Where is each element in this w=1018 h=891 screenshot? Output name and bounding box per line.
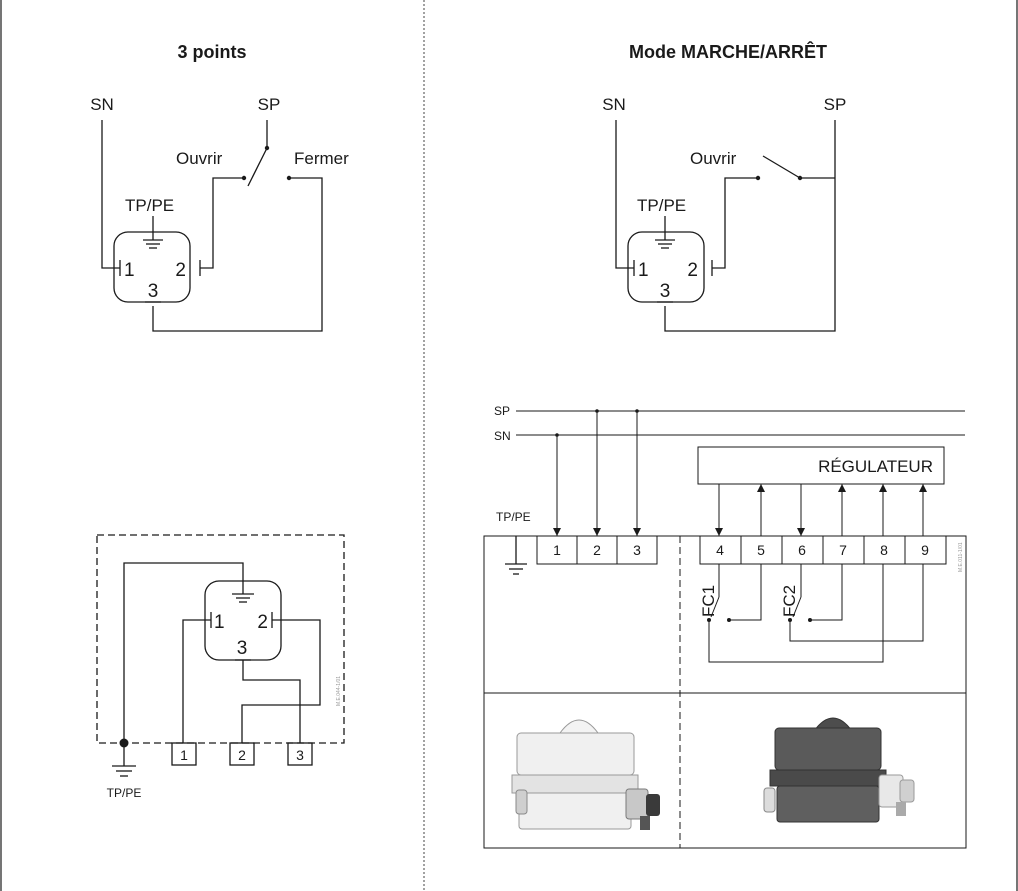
right-open-label: Ouvrir <box>690 149 737 168</box>
box-earth-icon <box>232 593 254 603</box>
box-terminal-2-label: 2 <box>238 747 246 763</box>
box-pin-3-label: 3 <box>237 638 248 659</box>
limit-switch-fc2 <box>792 596 802 618</box>
box-terminal-3 <box>287 742 313 766</box>
bus-sp-label: SP <box>494 404 510 418</box>
earth-label: TP/PE <box>125 196 174 215</box>
actuator-illustration-light <box>511 719 660 830</box>
connector-box-diagram: 1 2 3 TP/PE 1 2 3 M.E.044-1/01 <box>96 534 345 800</box>
changeover-switch <box>247 147 268 187</box>
terminal-8-label: 8 <box>880 542 888 558</box>
left-panel: 3 points SN SP Ouvrir Fermer TP/PE <box>90 42 349 800</box>
actuator-illustration-dark <box>763 717 915 823</box>
close-label: Fermer <box>294 149 349 168</box>
sp-label: SP <box>258 95 281 114</box>
terminal-7-label: 7 <box>839 542 847 558</box>
right-pin-2-label: 2 <box>687 260 698 281</box>
box-terminal-1-label: 1 <box>180 747 188 763</box>
box-earth-label: TP/PE <box>107 786 142 800</box>
terminal-9 <box>904 535 947 565</box>
terminal-4-label: 4 <box>716 542 724 558</box>
box-terminal-2 <box>229 742 255 766</box>
right-panel: Mode MARCHE/ARRÊT SN SP Ouvrir TP/PE <box>483 41 967 849</box>
schematic-3-points: SN SP Ouvrir Fermer TP/PE <box>90 95 349 332</box>
terminal-ground-icon <box>505 536 527 575</box>
sn-label: SN <box>90 95 114 114</box>
bus-sn-label: SN <box>494 429 511 443</box>
pin-3-label: 3 <box>148 281 159 302</box>
terminal-5-label: 5 <box>757 542 765 558</box>
right-sn-label: SN <box>602 95 626 114</box>
terminal-wiring-diagram: SP SN RÉGULATEUR TP/PE 1 2 3 <box>483 404 967 849</box>
controller-label: RÉGULATEUR <box>818 457 933 476</box>
terminal-2-label: 2 <box>593 542 601 558</box>
terminal-3-label: 3 <box>633 542 641 558</box>
box-terminal-3-label: 3 <box>296 747 304 763</box>
terminal-earth-label: TP/PE <box>496 510 531 524</box>
right-pin-1-label: 1 <box>638 260 649 281</box>
box-pin-2-label: 2 <box>257 612 268 633</box>
terminal-9-label: 9 <box>921 542 929 558</box>
open-label: Ouvrir <box>176 149 223 168</box>
right-sp-label: SP <box>824 95 847 114</box>
controller-box <box>697 446 945 485</box>
right-ref-code: M.E.011-1/01 <box>958 542 964 572</box>
fc2-label: FC2 <box>780 585 799 617</box>
panel-title-on-off-mode: Mode MARCHE/ARRÊT <box>629 41 827 62</box>
box-terminal-1 <box>171 742 197 766</box>
on-off-switch <box>762 155 801 179</box>
right-earth-label: TP/PE <box>637 196 686 215</box>
schematic-on-off: SN SP Ouvrir TP/PE 1 2 3 <box>602 95 847 332</box>
panel-title-3-points: 3 points <box>177 42 246 62</box>
ground-icon <box>112 765 136 777</box>
pin-2-label: 2 <box>175 260 186 281</box>
limit-switch-fc1 <box>710 596 720 618</box>
right-earth-icon <box>655 216 675 249</box>
left-ref-code: M.E.044-1/01 <box>336 676 342 706</box>
pin-1-label: 1 <box>124 260 135 281</box>
fc1-label: FC1 <box>699 585 718 617</box>
box-pin-1-label: 1 <box>214 612 225 633</box>
terminal-1-label: 1 <box>553 542 561 558</box>
right-pin-3-label: 3 <box>660 281 671 302</box>
terminal-6-label: 6 <box>798 542 806 558</box>
earth-icon <box>143 216 163 249</box>
